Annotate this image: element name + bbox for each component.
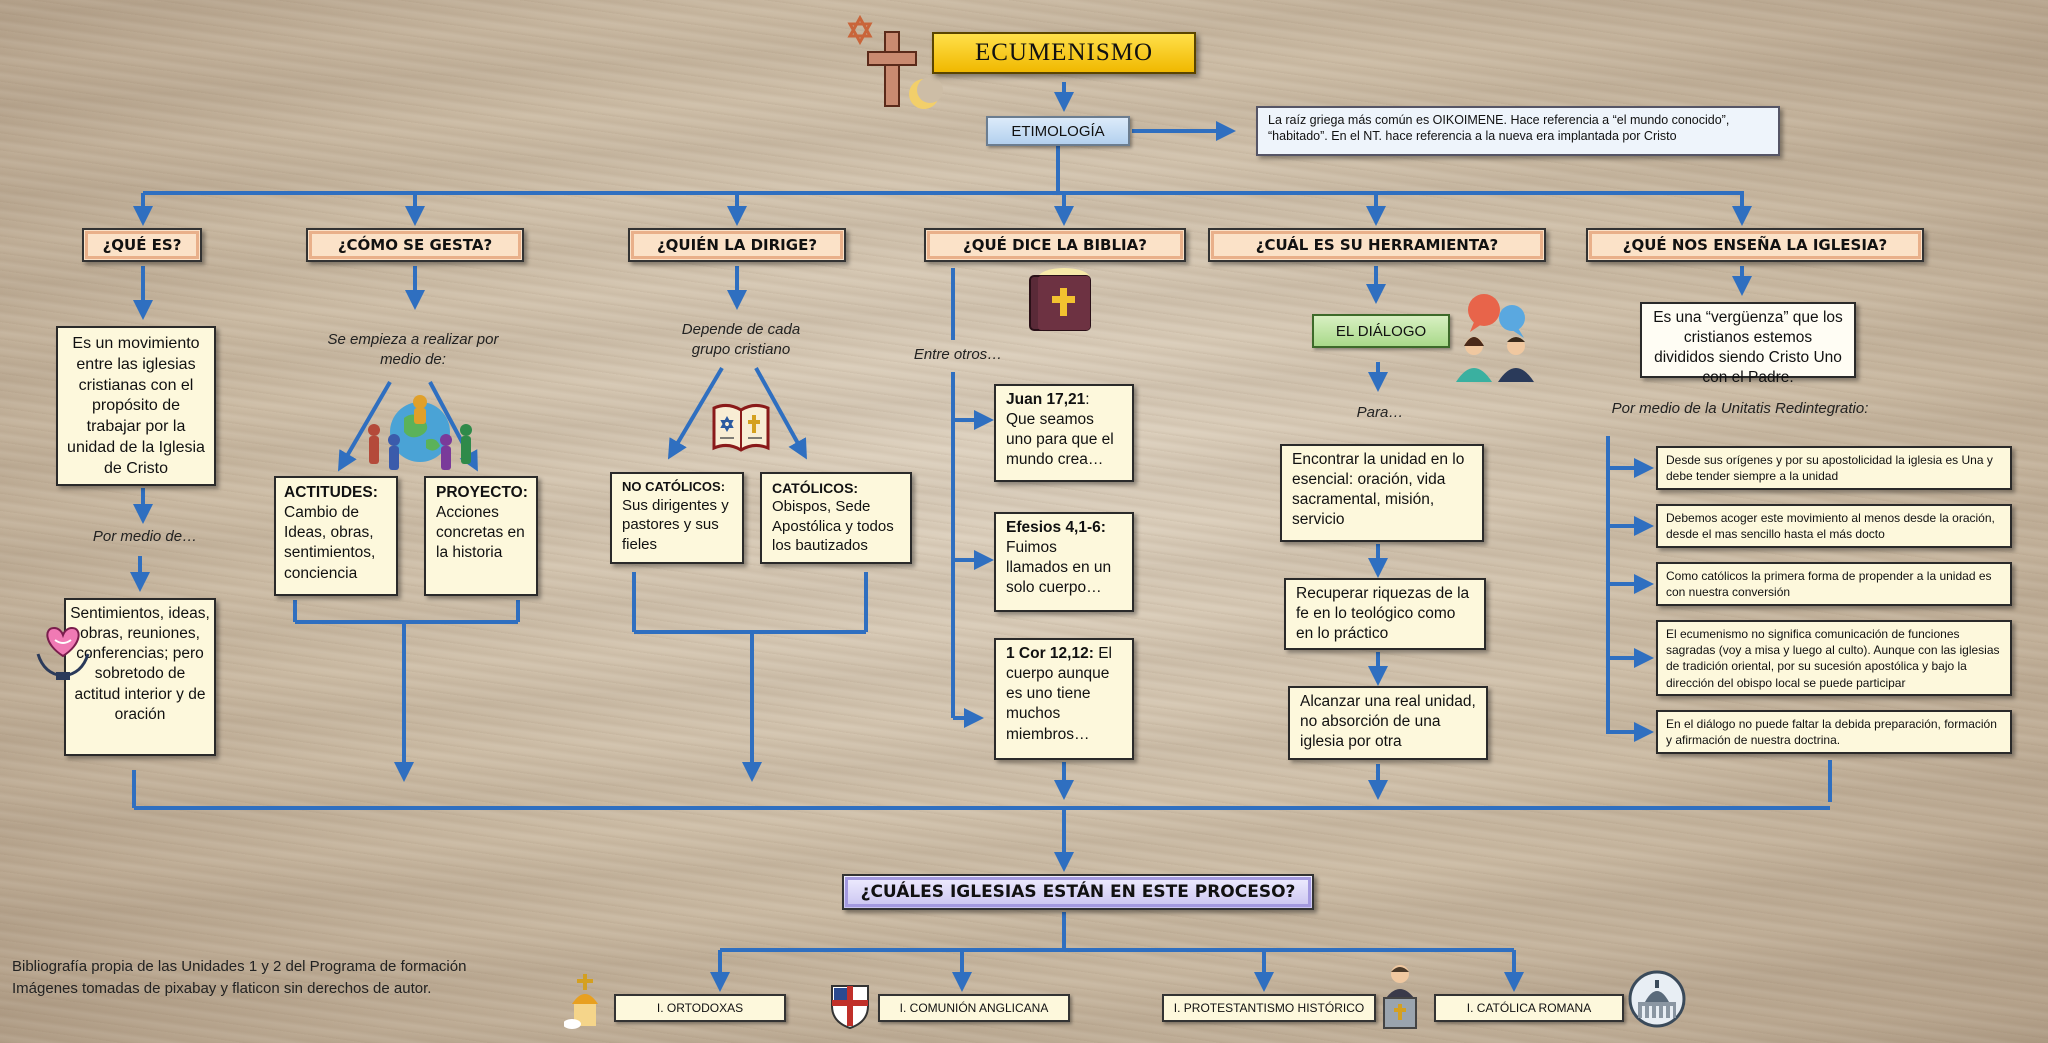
dialogo-badge: EL DIÁLOGO [1312,314,1450,348]
religions-symbol-icon [847,14,943,109]
bible-verse-2: Efesios 4,1-6: Fuimos llamados en un sol… [994,512,1134,612]
title-banner: ECUMENISMO [932,32,1196,74]
actitudes-box: ACTITUDES: Cambio de Ideas, obras, senti… [274,476,398,596]
header-que-dice-biblia: ¿QUÉ DICE LA BIBLIA? [924,228,1186,262]
people-globe-icon [368,395,472,470]
biblia-intro: Entre otros… [913,346,1003,363]
header-herramienta: ¿CUÁL ES SU HERRAMIENTA? [1208,228,1546,262]
iglesia-teaching-5: En el diálogo no puede faltar la debida … [1656,710,2012,754]
unitatis-intro: Por medio de la Unitatis Redintegratio: [1611,400,1869,417]
iglesia-teaching-4: El ecumenismo no significa comunicación … [1656,620,2012,696]
header-ensena-iglesia: ¿QUÉ NOS ENSEÑA LA IGLESIA? [1586,228,1924,262]
bible-verse-3: 1 Cor 12,12: El cuerpo aunque es uno tie… [994,638,1134,760]
iglesia-teaching-3: Como católicos la primera forma de prope… [1656,562,2012,606]
church-anglicana: I. COMUNIÓN ANGLICANA [878,994,1070,1022]
por-medio-note: Por medio de… [92,528,198,545]
dirige-intro: Depende de cada grupo cristiano [681,321,801,359]
church-protestantismo: I. PROTESTANTISMO HISTÓRICO [1162,994,1376,1022]
vatican-basilica-icon [1628,970,1686,1028]
herramienta-item-3: Alcanzar una real unidad, no absorción d… [1288,686,1488,760]
herramienta-item-1: Encontrar la unidad en lo esencial: orac… [1280,444,1484,542]
dialogue-people-icon [1456,294,1534,382]
gesta-intro: Se empieza a realizar por medio de: [327,331,499,369]
preacher-pulpit-icon [1383,965,1417,1029]
open-bible-icon [712,403,770,452]
holy-bible-icon [1029,268,1091,331]
heart-hands-icon [36,626,90,680]
header-quien-dirige: ¿QUIÉN LA DIRIGE? [628,228,846,262]
etimologia-label: ETIMOLOGÍA [986,116,1130,146]
footer-credits: Bibliografía propia de las Unidades 1 y … [12,958,467,997]
church-ortodoxas: I. ORTODOXAS [614,994,786,1022]
catolicos-box: CATÓLICOS: Obispos, Sede Apostólica y to… [760,472,912,564]
etimologia-text: La raíz griega más común es OIKOIMENE. H… [1256,106,1780,156]
no-catolicos-box: NO CATÓLICOS: Sus dirigentes y pastores … [610,472,744,564]
bible-verse-1: Juan 17,21: Que seamos uno para que el m… [994,384,1134,482]
verguenza-box: Es una “vergüenza” que los cristianos es… [1640,302,1856,386]
herramienta-item-2: Recuperar riquezas de la fe en lo teológ… [1284,578,1486,650]
para-note: Para… [1356,404,1404,421]
header-como-gesta: ¿CÓMO SE GESTA? [306,228,524,262]
means-box: Sentimientos, ideas, obras, reuniones, c… [64,598,216,756]
church-catolica-romana: I. CATÓLICA ROMANA [1434,994,1624,1022]
header-que-es: ¿QUÉ ES? [82,228,202,262]
process-question: ¿CUÁLES IGLESIAS ESTÁN EN ESTE PROCESO? [842,874,1314,910]
iglesia-teaching-2: Debemos acoger este movimiento al menos … [1656,504,2012,548]
orthodox-church-icon [564,974,598,1029]
page-title: ECUMENISMO [974,39,1154,66]
proyecto-box: PROYECTO: Acciones concretas en la histo… [424,476,538,596]
anglican-shield-icon [831,985,869,1030]
definition-box: Es un movimiento entre las iglesias cris… [56,326,216,486]
iglesia-teaching-1: Desde sus orígenes y por su apostolicida… [1656,446,2012,490]
